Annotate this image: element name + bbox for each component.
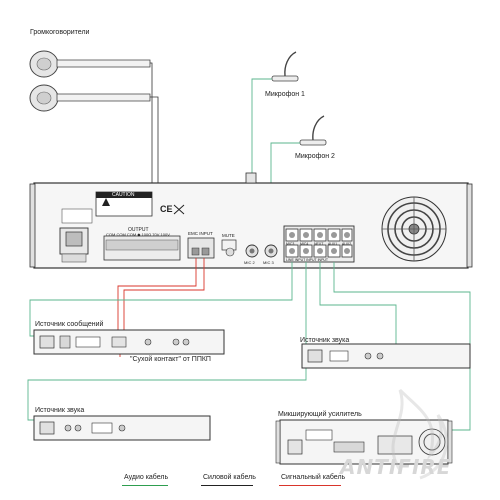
mic3-jack-label: MIC 3 xyxy=(263,260,274,265)
aux-label-4: AUX1 xyxy=(328,242,338,246)
sound-source-left-label: Источник звука xyxy=(35,407,85,414)
legend-signal-line xyxy=(279,485,341,486)
aux-label-3: NEXT xyxy=(314,242,324,246)
sound-source-right-device xyxy=(301,343,471,369)
output-label: OUTPUT xyxy=(128,227,149,233)
microphone-2 xyxy=(299,115,327,146)
mic1-label: Микрофон 1 xyxy=(265,91,305,98)
message-source-label: Источник сообщений xyxy=(35,321,104,328)
message-source-device xyxy=(33,329,225,355)
svg-text:CE: CE xyxy=(160,204,173,214)
aux-sub-label: LINE INPUT INPUT INPUT xyxy=(286,258,329,262)
microphone-1 xyxy=(271,51,299,82)
sound-source-left-device xyxy=(33,415,211,441)
mic2-jack-label: MIC 2 xyxy=(244,260,255,265)
output-terminals-label: COM COM COM ◆ 100Ω 70V 100V xyxy=(106,232,170,237)
dry-contact-label: "Сухой контакт" от ППКП xyxy=(130,356,211,363)
emc-input-label: EMC INPUT xyxy=(188,231,213,236)
speaker-2 xyxy=(29,84,151,112)
legend-audio-label: Аудио кабель xyxy=(124,474,169,481)
mute-label: MUTE xyxy=(222,233,235,238)
mixer-label: Микширующий усилитель xyxy=(278,411,362,418)
amplifier-rear-panel: CE xyxy=(29,172,473,269)
cables xyxy=(27,258,471,431)
aux-label-1: MIC3 xyxy=(286,242,295,246)
legend-power-label: Силовой кабель xyxy=(203,474,256,481)
legend-power-line xyxy=(201,485,253,486)
speakers-label: Громкоговорители xyxy=(30,29,90,36)
sound-source-right-label: Источник звука xyxy=(300,337,350,344)
mixing-amplifier-device xyxy=(275,419,453,465)
caution-label: CAUTION xyxy=(112,192,135,198)
antifire-logo xyxy=(391,388,448,480)
aux-label-2: MIC4 xyxy=(300,242,309,246)
speaker-1 xyxy=(29,50,151,78)
aux-label-5: AUX2 xyxy=(342,242,352,246)
legend-audio-line xyxy=(122,485,168,486)
mic2-label: Микрофон 2 xyxy=(295,153,335,160)
legend-signal-label: Сигнальный кабель xyxy=(281,474,346,481)
legend: Аудио кабель Силовой кабель Сигнальный к… xyxy=(0,474,500,488)
watermark-logo-text: ANTIFIRE xyxy=(340,455,452,479)
